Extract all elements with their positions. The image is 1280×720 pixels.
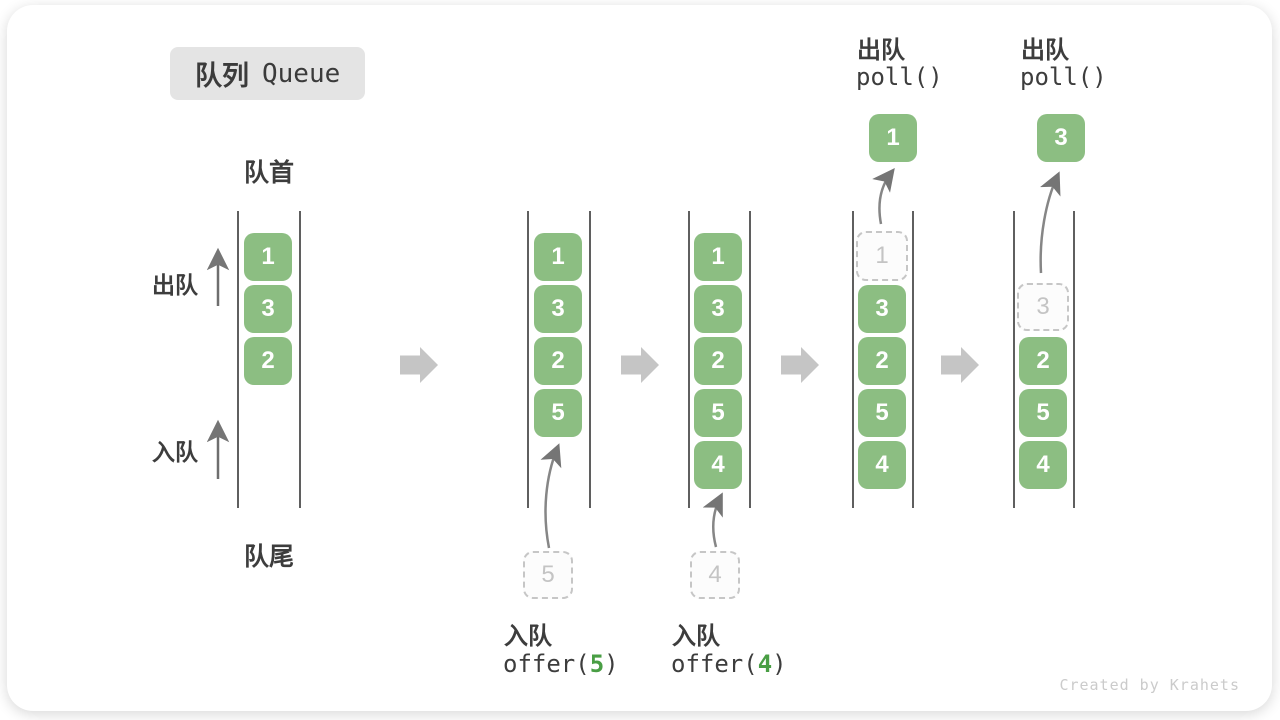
watermark: Created by Krahets	[1059, 676, 1240, 694]
queue3-element: 1	[694, 233, 742, 281]
queue4-ghost-slot: 1	[856, 231, 908, 281]
poll-1-arrow-icon	[872, 168, 895, 225]
enqueue-close: )	[772, 650, 787, 678]
queue3-element: 4	[694, 441, 742, 489]
queue1-element: 3	[244, 285, 292, 333]
next-state-arrow-icon	[941, 347, 979, 383]
enqueue-op-label-zh: 入队	[504, 623, 552, 650]
dequeue-side-label: 出队	[152, 272, 198, 298]
polled-element-1: 1	[869, 114, 917, 162]
queue-wall	[1013, 211, 1015, 508]
queue2-element: 2	[534, 337, 582, 385]
queue2-element: 3	[534, 285, 582, 333]
queue-rear-label: 队尾	[243, 543, 294, 571]
queue4-element: 5	[858, 389, 906, 437]
next-state-arrow-icon	[781, 347, 819, 383]
queue-wall	[237, 211, 239, 508]
queue-wall	[852, 211, 854, 508]
queue-wall	[589, 211, 591, 508]
queue-wall	[688, 211, 690, 508]
queue1-element: 2	[244, 337, 292, 385]
queue-wall	[299, 211, 301, 508]
incoming-element-5: 5	[523, 551, 573, 599]
enqueue-arg: 5	[589, 650, 605, 678]
enqueue-op-code: offer(4)	[671, 650, 787, 678]
title-zh: 队列	[195, 61, 249, 91]
queue3-element: 2	[694, 337, 742, 385]
queue-wall	[749, 211, 751, 508]
enqueue-close: )	[604, 650, 619, 678]
queue3-element: 5	[694, 389, 742, 437]
enqueue-fn: offer(	[671, 650, 758, 678]
poll-3-arrow-icon	[1039, 171, 1061, 274]
enqueue-op-label-zh: 入队	[672, 623, 720, 650]
title-en: Queue	[262, 58, 341, 89]
queue5-element: 5	[1019, 389, 1067, 437]
queue-wall	[527, 211, 529, 508]
poll-op-label-zh: 出队	[1021, 37, 1069, 64]
polled-element-3: 3	[1037, 114, 1085, 162]
queue5-element: 2	[1019, 337, 1067, 385]
diagram-title: 队列 Queue	[170, 47, 366, 100]
queue4-element: 2	[858, 337, 906, 385]
queue5-ghost-slot: 3	[1017, 283, 1069, 331]
queue-wall	[912, 211, 914, 508]
next-state-arrow-icon	[621, 347, 659, 383]
queue3-element: 3	[694, 285, 742, 333]
queue2-element: 1	[534, 233, 582, 281]
queue4-element: 3	[858, 285, 906, 333]
poll-op-code: poll()	[1020, 63, 1107, 91]
poll-op-label-zh: 出队	[857, 37, 905, 64]
poll-op-code: poll()	[856, 63, 943, 91]
enqueue-side-label: 入队	[152, 439, 198, 465]
queue-front-label: 队首	[243, 159, 294, 187]
incoming-element-4: 4	[690, 551, 740, 599]
queue4-element: 4	[858, 441, 906, 489]
next-state-arrow-icon	[400, 347, 438, 383]
enqueue-5-arrow-icon	[540, 443, 562, 549]
enqueue-op-code: offer(5)	[503, 650, 619, 678]
enqueue-4-arrow-icon	[702, 492, 723, 548]
queue1-element: 1	[244, 233, 292, 281]
queue-wall	[1073, 211, 1075, 508]
enqueue-fn: offer(	[503, 650, 590, 678]
queue5-element: 4	[1019, 441, 1067, 489]
enqueue-arg: 4	[757, 650, 773, 678]
queue2-element: 5	[534, 389, 582, 437]
